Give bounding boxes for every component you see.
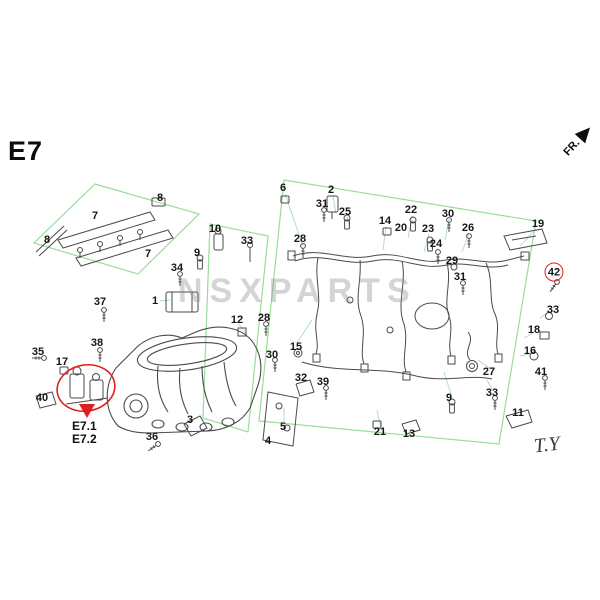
- part-callout-24[interactable]: 24: [429, 238, 443, 250]
- part-callout-9[interactable]: 9: [193, 247, 201, 259]
- part-callout-32[interactable]: 32: [294, 372, 308, 384]
- part-callout-37[interactable]: 37: [93, 296, 107, 308]
- part-callout-35[interactable]: 35: [31, 346, 45, 358]
- highlight-marks: [56, 363, 116, 418]
- part-callout-13[interactable]: 13: [402, 428, 416, 440]
- part-callout-42[interactable]: 42: [544, 262, 564, 282]
- part-callout-17[interactable]: 17: [55, 356, 69, 368]
- part-callout-4[interactable]: 4: [264, 435, 272, 447]
- part-callout-9[interactable]: 9: [445, 392, 453, 404]
- part-callout-41[interactable]: 41: [534, 366, 548, 378]
- leader-lines: [159, 193, 550, 429]
- part-callout-8[interactable]: 8: [156, 192, 164, 204]
- part-callout-38[interactable]: 38: [90, 337, 104, 349]
- part-callout-40[interactable]: 40: [35, 392, 49, 404]
- part-callout-10[interactable]: 10: [208, 223, 222, 235]
- part-callout-33[interactable]: 33: [546, 304, 560, 316]
- part-callout-22[interactable]: 22: [404, 204, 418, 216]
- figure-code-title: E7: [8, 136, 44, 166]
- part-callout-7[interactable]: 7: [91, 210, 99, 222]
- part-callout-2[interactable]: 2: [327, 184, 335, 196]
- intake-manifold-drawing: [106, 326, 262, 434]
- wire-harness-drawing: [287, 250, 530, 381]
- part-callout-15[interactable]: 15: [289, 341, 303, 353]
- part-callout-11[interactable]: 11: [512, 407, 524, 419]
- part-callout-14[interactable]: 14: [378, 215, 392, 227]
- part-callout-6[interactable]: 6: [279, 182, 287, 194]
- part-callout-8[interactable]: 8: [43, 234, 51, 246]
- part-callout-36[interactable]: 36: [145, 431, 159, 443]
- part-callout-31[interactable]: 31: [453, 271, 467, 283]
- small-parts: [31, 195, 561, 454]
- part-callout-3[interactable]: 3: [186, 414, 194, 426]
- part-callout-23[interactable]: 23: [421, 223, 435, 235]
- part-callout-34[interactable]: 34: [170, 262, 184, 274]
- group-box-harness: [258, 179, 537, 445]
- part-callout-25[interactable]: 25: [338, 206, 352, 218]
- part-callout-29[interactable]: 29: [445, 255, 459, 267]
- part-callout-21[interactable]: 21: [373, 426, 387, 438]
- part-callout-39[interactable]: 39: [316, 376, 330, 388]
- part-callout-7[interactable]: 7: [144, 248, 152, 260]
- highlight-label-e7-2: E7.2: [72, 432, 97, 446]
- part-callout-16[interactable]: 16: [523, 345, 537, 357]
- part-callout-5[interactable]: 5: [279, 421, 287, 433]
- highlight-arrow-icon: [79, 404, 95, 418]
- part-callout-30[interactable]: 30: [265, 349, 279, 361]
- part-callout-31[interactable]: 31: [315, 198, 329, 210]
- part-callout-28[interactable]: 28: [257, 312, 271, 324]
- fuel-rail-drawing: [35, 197, 174, 267]
- part-callout-27[interactable]: 27: [482, 366, 496, 378]
- group-boxes: [32, 179, 537, 445]
- part-callout-30[interactable]: 30: [441, 208, 455, 220]
- group-box-fuel-rails: [32, 183, 201, 275]
- highlight-part-labels: E7.1 E7.2: [72, 420, 97, 446]
- group-box-injector-column: [202, 223, 269, 433]
- part-callout-33[interactable]: 33: [240, 235, 254, 247]
- part-callout-26[interactable]: 26: [461, 222, 475, 234]
- part-callout-19[interactable]: 19: [531, 218, 545, 230]
- part-callout-28[interactable]: 28: [293, 233, 307, 245]
- part-callout-33[interactable]: 33: [485, 387, 499, 399]
- highlight-label-e7-1: E7.1: [72, 419, 97, 433]
- part-callout-20[interactable]: 20: [394, 222, 408, 234]
- part-callout-1[interactable]: 1: [151, 295, 159, 307]
- part-callout-18[interactable]: 18: [527, 324, 541, 336]
- part-callout-12[interactable]: 12: [230, 314, 244, 326]
